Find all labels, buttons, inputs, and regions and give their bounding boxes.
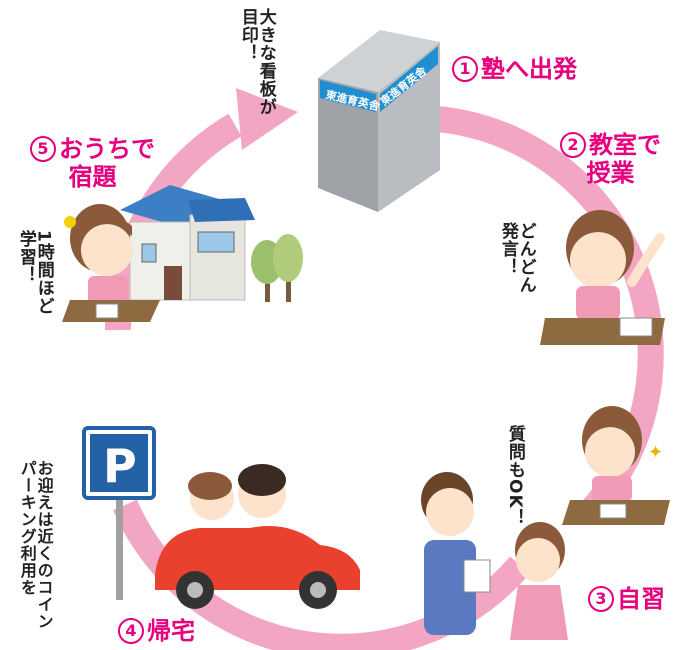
trees (251, 234, 303, 302)
step-5-number: 5 (30, 136, 56, 162)
questions-note: 質問もOK！ (504, 425, 525, 527)
speak-up-note: どんどん発言！ (497, 222, 536, 294)
step-4-title: 帰宅 (147, 617, 195, 645)
girl-self-study: ✦ (562, 406, 670, 525)
car (155, 464, 360, 609)
sign-panel-right (380, 46, 438, 112)
parking-note: お迎えは近くのコインパーキング利用を (17, 460, 54, 630)
homework-note: 1時間ほど学習！ (15, 230, 54, 315)
step-5-title-line2: 宿題 (68, 162, 117, 191)
step-2-number: 2 (560, 132, 586, 158)
sign-panel-left (320, 80, 376, 112)
step-5-title-line1: おうちで (59, 135, 155, 163)
cycle-arrowhead (236, 88, 298, 150)
step-4-number: 4 (118, 618, 144, 644)
step-2-title-line1: 教室で (589, 131, 661, 159)
house (120, 185, 255, 301)
girl-class (540, 210, 665, 345)
parking-sign: P (82, 426, 156, 600)
parking-sign-letter: P (103, 439, 137, 493)
student-girl (510, 522, 568, 640)
step-3-number: 3 (588, 586, 614, 612)
step-3-title: 自習 (617, 585, 665, 613)
step-1-title: 塾へ出発 (481, 55, 577, 83)
sparkle-icon: ✦ (648, 442, 663, 463)
signboard-note: 大きな看板が目印！ (237, 8, 276, 116)
step-2-title-line2: 授業 (586, 158, 635, 187)
teacher (421, 472, 491, 635)
lightbulb-icon (64, 216, 76, 228)
school-building: 東進育英舎 東進育英舎 (318, 30, 440, 212)
girl-homework (62, 204, 160, 322)
step-1-number: 1 (452, 56, 478, 82)
